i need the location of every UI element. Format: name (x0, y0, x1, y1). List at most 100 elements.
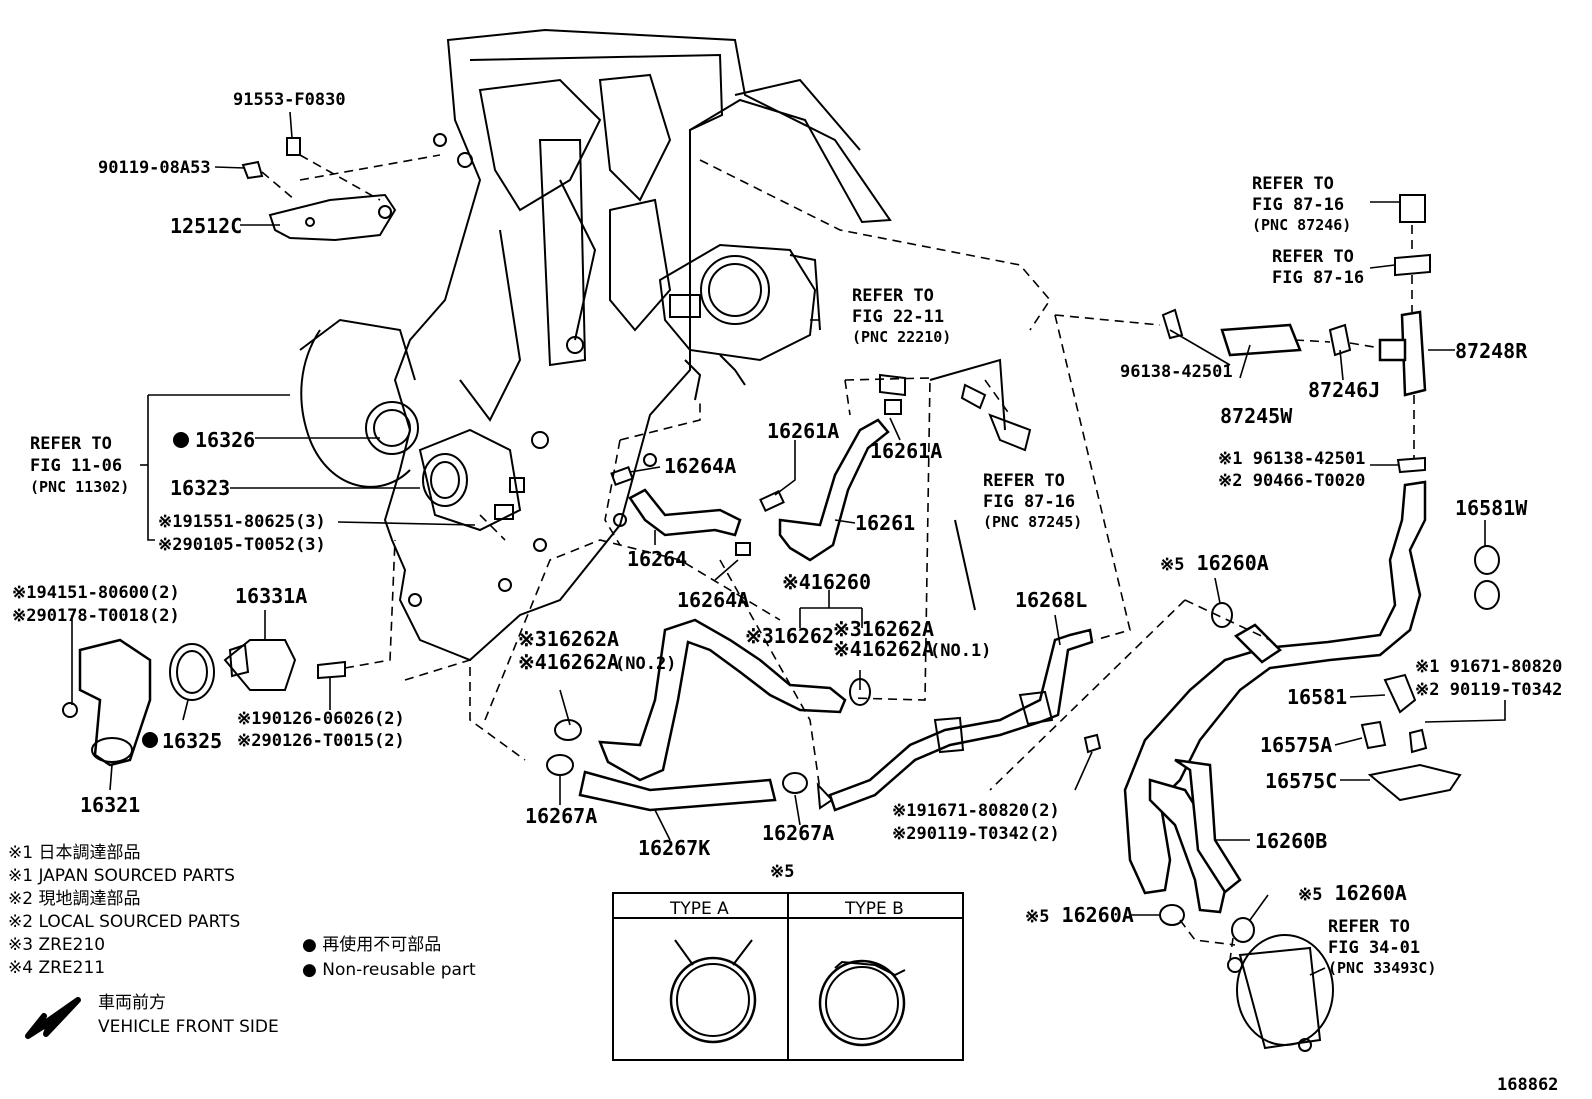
label-90119-t0342-local[interactable]: ※2 90119-T0342 (1415, 680, 1562, 700)
legend-non-reusable-jp: ● 再使用不可部品 (302, 934, 441, 955)
label-96138-42501[interactable]: 96138-42501 (1120, 362, 1233, 382)
ref-fig-87-16-second-line2[interactable]: FIG 87-16 (1272, 268, 1364, 288)
label-16581[interactable]: 16581 (1287, 685, 1347, 709)
ref-fig-34-01-line3: (PNC 33493C) (1328, 959, 1436, 977)
label-90126-06026[interactable]: ※190126-06026(2) (237, 709, 405, 729)
clamp-type-b-illustration (818, 959, 906, 1047)
leader-lines (71, 111, 1506, 976)
dashed-connector-lines (479, 225, 1415, 961)
mark-5-left: ※5 (1025, 907, 1049, 927)
label-96138-42501-jp[interactable]: ※1 96138-42501 (1218, 449, 1365, 469)
legend-non-reusable-en: ● Non-reusable part (302, 960, 476, 980)
label-90119-08a53[interactable]: 90119-08A53 (98, 158, 211, 178)
label-87248r[interactable]: 87248R (1455, 339, 1528, 363)
label-16260b[interactable]: 16260B (1255, 829, 1327, 853)
ref-fig-11-06-line2[interactable]: FIG 11-06 (30, 456, 122, 476)
label-87246j[interactable]: 87246J (1308, 378, 1380, 402)
label-91671-80820-jp[interactable]: ※1 91671-80820 (1415, 657, 1562, 677)
label-16267a-left[interactable]: 16267A (525, 804, 597, 828)
label-16321[interactable]: 16321 (80, 793, 140, 817)
label-90119-t0342[interactable]: ※290119-T0342(2) (892, 824, 1060, 844)
ref-fig-34-01-line2[interactable]: FIG 34-01 (1328, 938, 1420, 958)
ref-fig-22-11-line2[interactable]: FIG 22-11 (852, 307, 944, 327)
label-16326[interactable]: 16326 (195, 428, 255, 452)
label-90466-t0020[interactable]: ※2 90466-T0020 (1218, 471, 1365, 491)
label-16260a-left[interactable]: ※5 16260A (1025, 903, 1134, 927)
label-16260a-right[interactable]: ※5 16260A (1298, 881, 1407, 905)
ref-fig-34-01-line1: REFER TO (1328, 917, 1410, 937)
engine-timing-cover-illustration (299, 28, 1052, 761)
label-91671-80820[interactable]: ※191671-80820(2) (892, 801, 1060, 821)
label-16262a-no2-zre210[interactable]: ※316262A (518, 627, 619, 651)
label-16575c[interactable]: 16575C (1265, 769, 1337, 793)
label-16262a-no2-zre211[interactable]: ※416262A (518, 650, 619, 674)
legend-japan-sourced-en: ※1 JAPAN SOURCED PARTS (8, 866, 235, 886)
legend-local-sourced-en: ※2 LOCAL SOURCED PARTS (8, 912, 240, 932)
non-reusable-dot-16326 (173, 432, 189, 448)
label-91553-f0830[interactable]: 91553-F0830 (233, 90, 346, 110)
label-16264[interactable]: 16264 (627, 547, 687, 571)
throttle-body-illustration (658, 243, 821, 401)
label-16325[interactable]: 16325 (162, 729, 222, 753)
label-16261[interactable]: 16261 (855, 511, 915, 535)
clamp-type-a-header: TYPE A (669, 899, 729, 919)
label-16260[interactable]: ※416260 (782, 570, 871, 594)
legend-japan-sourced-jp: ※1 日本調達部品 (8, 843, 140, 863)
bracket-12512c-illustration (241, 137, 441, 242)
ref-fig-87-16-mid-line1: REFER TO (983, 471, 1065, 491)
legend-vehicle-front-en: VEHICLE FRONT SIDE (98, 1017, 279, 1037)
label-90126-t0015[interactable]: ※290126-T0015(2) (237, 731, 405, 751)
non-reusable-dot-16325 (142, 732, 158, 748)
label-91551-80625[interactable]: ※191551-80625(3) (158, 512, 326, 532)
vehicle-front-arrow-icon (25, 997, 81, 1039)
ref-fig-11-06-line3: (PNC 11302) (30, 478, 129, 496)
label-16267a-right[interactable]: 16267A (762, 821, 834, 845)
label-90178-t0018[interactable]: ※290178-T0018(2) (12, 606, 180, 626)
label-16262a-no1-zre211[interactable]: ※416262A (833, 637, 934, 661)
label-16262a-no1-zre210[interactable]: ※316262A (833, 617, 934, 641)
ref-fig-11-06-line1: REFER TO (30, 434, 112, 454)
figure-number: 168862 (1497, 1075, 1558, 1095)
label-16262a-no1-suffix: (NO.1) (930, 641, 991, 661)
legend-zre211: ※4 ZRE211 (8, 958, 105, 978)
label-16575a[interactable]: 16575A (1260, 733, 1332, 757)
ref-fig-87-16-top-line3: (PNC 87246) (1252, 216, 1351, 234)
label-16267k[interactable]: 16267K (638, 836, 710, 860)
label-87245w[interactable]: 87245W (1220, 404, 1293, 428)
ref-fig-87-16-top-line1: REFER TO (1252, 174, 1334, 194)
label-16264a-bottom[interactable]: 16264A (677, 588, 749, 612)
clamp-type-table: ※5 TYPE A TYPE B (612, 862, 964, 1061)
heater-pipes-illustration (1123, 194, 1500, 1052)
label-16262[interactable]: ※316262 (745, 624, 834, 648)
label-12512c[interactable]: 12512C (170, 214, 242, 238)
label-16261a-left[interactable]: 16261A (767, 419, 839, 443)
thermostat-group-illustration (62, 539, 396, 767)
mark-5-top: ※5 (1160, 555, 1184, 575)
label-94151-80600[interactable]: ※194151-80600(2) (12, 583, 180, 603)
hoses-middle-illustration (546, 373, 1102, 812)
legend-local-sourced-jp: ※2 現地調達部品 (8, 889, 140, 909)
label-16262a-no2-suffix: (NO.2) (615, 654, 676, 674)
clamp-type-b-header: TYPE B (844, 899, 904, 919)
label-16331a[interactable]: 16331A (235, 584, 307, 608)
ref-fig-87-16-mid-line2[interactable]: FIG 87-16 (983, 492, 1075, 512)
ref-fig-22-11-line3: (PNC 22210) (852, 328, 951, 346)
label-16268l[interactable]: 16268L (1015, 588, 1087, 612)
clamp-table-mark: ※5 (770, 862, 794, 882)
ref-fig-87-16-second-line1: REFER TO (1272, 247, 1354, 267)
legend-vehicle-front-jp: 車両前方 (98, 993, 166, 1013)
ref-fig-87-16-top-line2[interactable]: FIG 87-16 (1252, 195, 1344, 215)
label-16260a-top[interactable]: ※5 16260A (1160, 551, 1269, 575)
ref-fig-22-11-line1: REFER TO (852, 286, 934, 306)
label-16581w[interactable]: 16581W (1455, 496, 1528, 520)
label-16264a-top[interactable]: 16264A (664, 454, 736, 478)
legend-zre210: ※3 ZRE210 (8, 935, 105, 955)
label-16261a-right[interactable]: 16261A (870, 439, 942, 463)
mark-5-right: ※5 (1298, 885, 1322, 905)
label-90105-t0052[interactable]: ※290105-T0052(3) (158, 535, 326, 555)
ref-fig-87-16-mid-line3: (PNC 87245) (983, 513, 1082, 531)
part-labels: 91553-F0830 90119-08A53 12512C REFER TO … (12, 90, 1562, 1095)
legend: ※1 日本調達部品 ※1 JAPAN SOURCED PARTS ※2 現地調達… (8, 843, 476, 1039)
label-16323[interactable]: 16323 (170, 476, 230, 500)
